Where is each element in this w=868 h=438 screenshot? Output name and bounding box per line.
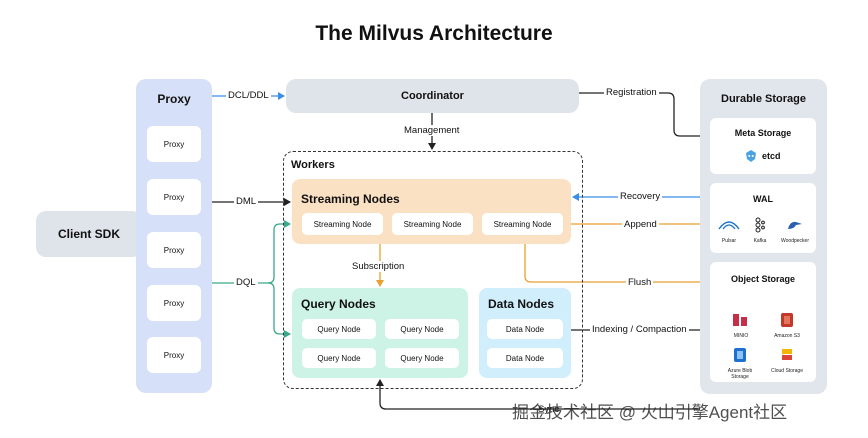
workers-group <box>283 151 583 389</box>
azure-blob-icon <box>734 348 746 362</box>
cloud-storage-label: Cloud Storage <box>771 368 803 374</box>
etcd-icon <box>746 150 756 162</box>
woodpecker-label: Woodpecker <box>781 238 809 244</box>
arrow-dql-query <box>267 282 291 338</box>
label-flush: Flush <box>626 277 654 288</box>
arrow-flush <box>524 244 709 286</box>
label-dql: DQL <box>234 277 258 288</box>
pulsar-label: Pulsar <box>721 238 737 244</box>
amazon-s3-icon <box>781 313 793 327</box>
proxy-panel-title: Proxy <box>157 92 191 106</box>
diagram-title: The Milvus Architecture <box>315 22 553 45</box>
label-dml: DML <box>234 196 259 207</box>
coordinator-node: Coordinator <box>286 79 579 113</box>
amazon-s3-label: Amazon S3 <box>774 333 800 339</box>
query-node: Query Node <box>385 348 459 368</box>
arrow-dql-streaming <box>212 220 291 284</box>
kafka-icon <box>755 217 765 233</box>
arrow-sync <box>376 379 700 410</box>
query-node: Query Node <box>385 319 459 339</box>
streaming-node: Streaming Node <box>302 213 383 235</box>
proxy-node: Proxy <box>147 232 201 268</box>
label-dcl-ddl: DCL/DDL <box>226 90 271 101</box>
woodpecker-logo: Woodpecker <box>778 217 812 244</box>
wal-title: WAL <box>753 194 773 204</box>
label-recovery: Recovery <box>618 191 663 202</box>
label-management: Management <box>402 125 462 136</box>
meta-storage-box: Meta Storage etcd <box>710 118 816 174</box>
streaming-node: Streaming Node <box>392 213 473 235</box>
query-node: Query Node <box>302 348 376 368</box>
cloud-storage-icon <box>782 349 792 360</box>
minio-label: MINIO <box>733 333 749 339</box>
proxy-node: Proxy <box>147 179 201 215</box>
minio-icon <box>733 314 747 326</box>
azure-blob-label: Azure Blob Storage <box>727 368 753 380</box>
arrow-registration <box>579 92 709 140</box>
label-append: Append <box>622 219 659 230</box>
kafka-label: Kafka <box>753 238 767 244</box>
meta-storage-title: Meta Storage <box>734 128 792 138</box>
object-storage-title: Object Storage <box>730 274 795 284</box>
workers-label: Workers <box>291 159 335 171</box>
label-registration: Registration <box>604 87 659 98</box>
streaming-nodes-title: Streaming Nodes <box>301 192 400 206</box>
query-nodes-title: Query Nodes <box>301 297 376 311</box>
watermark-text: 掘金技术社区 @ 火山引擎Agent社区 <box>512 403 788 422</box>
amazon-s3-logo: Amazon S3 <box>770 312 804 339</box>
pulsar-logo: Pulsar <box>715 217 743 244</box>
client-sdk-node: Client SDK <box>36 211 142 257</box>
woodpecker-icon <box>788 221 802 229</box>
durable-storage-title: Durable Storage <box>721 93 806 105</box>
pulsar-icon <box>718 221 740 230</box>
query-node: Query Node <box>302 319 376 339</box>
wal-box: WAL Pulsar Kafka Woodpecker <box>710 183 816 253</box>
label-sync: Sync <box>538 404 560 415</box>
etcd-label: etcd <box>762 151 781 161</box>
data-nodes-title: Data Nodes <box>488 297 555 311</box>
azure-blob-logo: Azure Blob Storage <box>720 347 760 380</box>
kafka-logo: Kafka <box>748 217 772 244</box>
data-node: Data Node <box>487 319 563 339</box>
object-storage-box: Object Storage MINIO Amazon S3 Azure Blo… <box>710 262 816 382</box>
etcd-logo: etcd <box>744 149 781 163</box>
label-indexing-compaction: Indexing / Compaction <box>590 324 689 335</box>
proxy-node: Proxy <box>147 126 201 162</box>
proxy-node: Proxy <box>147 285 201 321</box>
proxy-node: Proxy <box>147 337 201 373</box>
streaming-node: Streaming Node <box>482 213 563 235</box>
minio-logo: MINIO <box>724 312 758 339</box>
label-subscription: Subscription <box>350 261 407 272</box>
cloud-storage-logo: Cloud Storage <box>766 347 808 374</box>
data-node: Data Node <box>487 348 563 368</box>
